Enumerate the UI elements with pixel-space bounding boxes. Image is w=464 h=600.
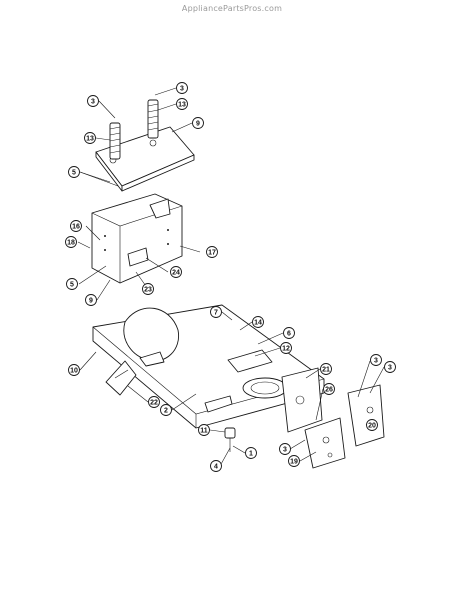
callout: 5	[66, 278, 78, 290]
svg-text:11: 11	[200, 428, 208, 435]
callout: 13	[84, 132, 96, 144]
svg-text:10: 10	[70, 368, 78, 375]
svg-text:3: 3	[91, 99, 95, 106]
callout: 18	[65, 236, 77, 248]
callout: 9	[85, 294, 97, 306]
callout: 3	[87, 95, 99, 107]
callout: 12	[280, 342, 292, 354]
callout: 20	[366, 419, 378, 431]
callout: 26	[323, 383, 335, 395]
svg-text:17: 17	[208, 250, 216, 257]
leader-lines	[77, 87, 385, 467]
callout: 11	[198, 424, 210, 436]
callout: 4	[210, 460, 222, 472]
svg-text:20: 20	[368, 423, 376, 430]
callout: 17	[206, 246, 218, 258]
callout: 24	[170, 266, 182, 278]
callout: 14	[252, 316, 264, 328]
callout: 19	[288, 455, 300, 467]
callout: 3	[384, 361, 396, 373]
svg-text:7: 7	[214, 310, 218, 317]
callout: 1	[245, 447, 257, 459]
watermark-text: AppliancePartsPros.com	[181, 4, 283, 13]
spring-right	[147, 99, 159, 139]
svg-text:3: 3	[283, 447, 287, 454]
callout: 7	[210, 306, 222, 318]
svg-text:21: 21	[322, 367, 330, 374]
callout: 3	[279, 443, 291, 455]
svg-text:12: 12	[282, 346, 290, 353]
skid-bracket	[105, 360, 137, 396]
svg-text:13: 13	[86, 136, 94, 143]
rear-hitch-plate	[281, 367, 323, 433]
callouts: 3 13 3 13 9 5 16 18 17 24 5 9 23 7 14 6 …	[65, 82, 396, 472]
side-bracket-lower	[304, 417, 346, 469]
svg-text:22: 22	[150, 400, 158, 407]
svg-text:18: 18	[67, 240, 75, 247]
callout: 16	[70, 220, 82, 232]
svg-text:2: 2	[164, 408, 168, 415]
svg-text:5: 5	[70, 282, 74, 289]
svg-text:9: 9	[89, 298, 93, 305]
svg-text:3: 3	[180, 86, 184, 93]
svg-text:3: 3	[388, 365, 392, 372]
svg-text:16: 16	[72, 224, 80, 231]
seat-support-bracket	[91, 193, 183, 284]
callout: 3	[176, 82, 188, 94]
callout: 3	[370, 354, 382, 366]
svg-text:9: 9	[196, 121, 200, 128]
pedal-pivot	[224, 427, 236, 452]
svg-text:5: 5	[72, 170, 76, 177]
callout: 9	[192, 117, 204, 129]
callout: 21	[320, 363, 332, 375]
svg-text:24: 24	[172, 270, 180, 277]
callout: 23	[142, 283, 154, 295]
seat-pan-plate	[95, 126, 195, 192]
svg-text:13: 13	[178, 102, 186, 109]
main-frame	[92, 304, 325, 429]
svg-text:23: 23	[144, 287, 152, 294]
callout: 2	[160, 404, 172, 416]
svg-text:14: 14	[254, 320, 262, 327]
callout: 13	[176, 98, 188, 110]
svg-text:6: 6	[287, 331, 291, 338]
svg-text:19: 19	[290, 459, 298, 466]
callout: 22	[148, 396, 160, 408]
svg-text:26: 26	[325, 387, 333, 394]
spring-left	[109, 122, 121, 160]
callout: 5	[68, 166, 80, 178]
side-bracket-upper	[347, 384, 385, 447]
callout: 6	[283, 327, 295, 339]
svg-text:3: 3	[374, 358, 378, 365]
callout: 10	[68, 364, 80, 376]
svg-text:4: 4	[214, 464, 218, 471]
svg-text:1: 1	[249, 451, 253, 458]
